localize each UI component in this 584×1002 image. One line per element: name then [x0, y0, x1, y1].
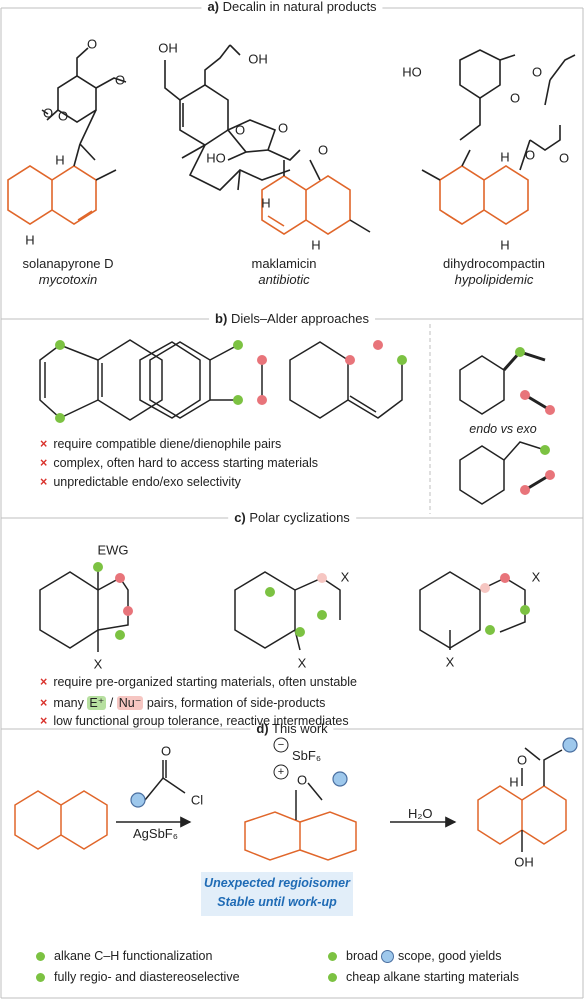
atom-o: O [42, 105, 54, 121]
r-group-circle [130, 792, 146, 808]
r-group-icon [381, 950, 395, 964]
atom-cl: Cl [190, 792, 204, 808]
feature-2: fully regio- and diastereoselective [36, 970, 240, 984]
atom-h: H [500, 149, 510, 165]
feature-4: cheap alkane starting materials [328, 970, 519, 984]
plus-sign: + [277, 766, 285, 778]
water-label: H₂O [408, 806, 433, 821]
atom-h: H [500, 237, 510, 253]
atom-o: O [86, 36, 98, 52]
da-scheme-2b [149, 341, 263, 419]
atom-h: H [261, 195, 271, 211]
da-scheme-2 [139, 341, 201, 419]
polar-bullet-1: ×require pre-organized starting material… [40, 675, 357, 689]
plus-circle [273, 764, 289, 780]
da-scheme-1 [39, 339, 163, 421]
atom-o: O [516, 752, 528, 768]
reagent-label: AgSbF₆ [133, 826, 178, 841]
endo-exo-label: endo vs exo [469, 422, 537, 436]
section-a-title: a) Decalin in natural products [201, 0, 383, 14]
atom-o: O [509, 90, 521, 106]
oxocarbenium-bridge [295, 782, 323, 820]
atom-h: H [55, 152, 65, 168]
maklamicin-structure [164, 44, 321, 191]
atom-o: O [296, 772, 308, 788]
dihydrocompactin-structure [459, 49, 576, 171]
polar-1 [39, 567, 129, 652]
atom-o: O [531, 64, 543, 80]
x-label: X [93, 656, 103, 672]
atom-oh: OH [248, 51, 268, 67]
counterion-label: SbF₆ [292, 748, 322, 763]
atom-ho: HO [206, 150, 226, 166]
oxocarbenium-intermediate [244, 811, 357, 861]
da-bullet-2: ×complex, often hard to access starting … [40, 456, 319, 470]
atom-o: O [558, 150, 570, 166]
decalin-start [14, 790, 108, 850]
maklamicin-decalin [261, 175, 351, 235]
atom-o: O [317, 142, 329, 158]
solanapyrone-structure [41, 47, 127, 161]
maklamicin-methyls [283, 160, 371, 233]
atom-o: O [277, 120, 289, 136]
atom-oh: OH [514, 854, 534, 870]
section-b-title: b) Diels–Alder approaches [209, 311, 375, 326]
atom-ho: HO [402, 64, 422, 80]
dihydrocompactin-decalin [439, 165, 529, 225]
da-dots [55, 340, 407, 423]
x-label: X [445, 654, 455, 670]
ewg-label: EWG [97, 542, 129, 558]
endo-exo-dots [515, 347, 555, 495]
x-label: X [340, 569, 350, 585]
atom-o: O [160, 743, 172, 759]
section-d-title: d) This work [250, 721, 334, 736]
atom-o: O [57, 108, 69, 124]
regioisomer-box: Unexpected regioisomer Stable until work… [201, 872, 353, 916]
x-label: X [531, 569, 541, 585]
minus-sign: − [277, 739, 285, 751]
solanapyrone-decalin [7, 165, 97, 225]
polar-dots [93, 562, 530, 640]
feature-3: broad scope, good yields [328, 949, 502, 964]
r-group-circle-2 [332, 771, 348, 787]
x-label: X [297, 655, 307, 671]
section-frames [0, 7, 584, 999]
acyl-chloride [144, 760, 186, 801]
product-ketone [521, 747, 563, 852]
r-group-circle-3 [562, 737, 578, 753]
dihydrocompactin-subst [421, 149, 471, 181]
atom-h: H [25, 232, 35, 248]
atom-h: H [509, 774, 519, 790]
solanapyrone-substituents [73, 143, 117, 181]
da-bullet-3: ×unpredictable endo/exo selectivity [40, 475, 241, 489]
da-scheme-3 [289, 341, 403, 419]
polar-bullet-3: ×low functional group tolerance, reactiv… [40, 714, 349, 728]
atom-o: O [114, 72, 126, 88]
section-c-title: c) Polar cyclizations [228, 510, 356, 525]
atom-oh: OH [158, 40, 178, 56]
polar-3 [419, 571, 526, 650]
atom-o: O [234, 122, 246, 138]
polar-bullet-2: ×many E⁺ / Nu⁻ pairs, formation of side-… [40, 696, 326, 710]
atom-h: H [311, 237, 321, 253]
minus-circle [273, 737, 289, 753]
da-bullet-1: ×require compatible diene/dienophile pai… [40, 437, 282, 451]
feature-1: alkane C–H functionalization [36, 949, 212, 963]
atom-o: O [524, 147, 536, 163]
